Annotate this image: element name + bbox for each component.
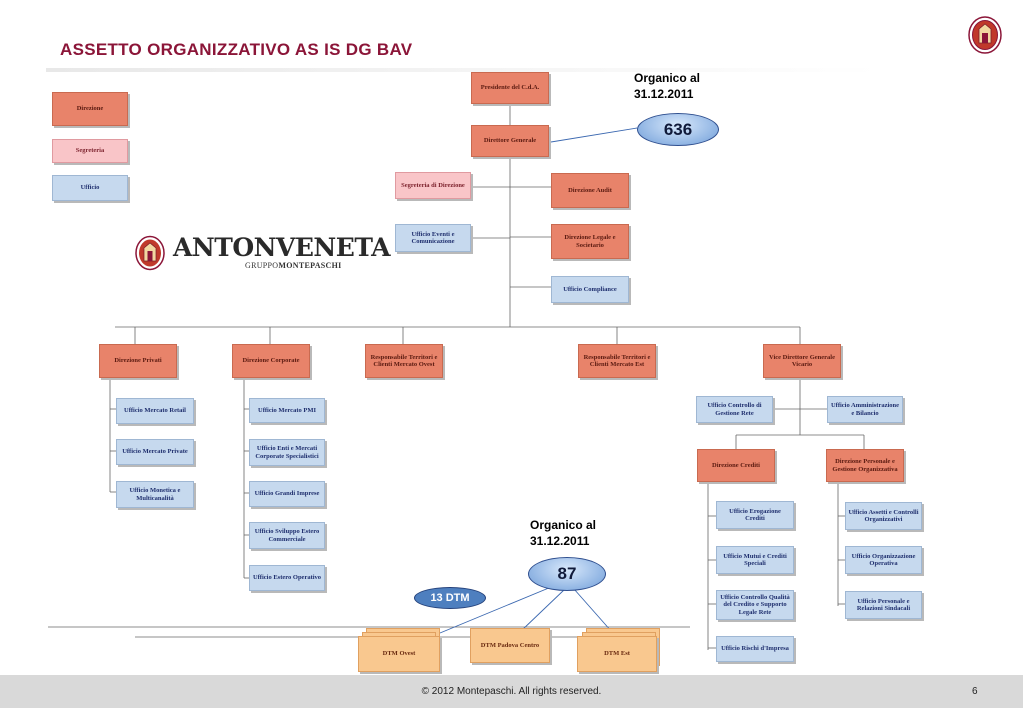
monte-paschi-seal-icon (968, 16, 1002, 54)
box-ufficio-erogazione: Ufficio Erogazione Crediti (716, 501, 794, 529)
box-dtm-padova: DTM Padova Centro (470, 628, 550, 663)
box-direzione-privati: Direzione Privati (99, 344, 177, 378)
dtm-count-badge: 13 DTM (414, 587, 486, 609)
box-presidente: Presidente del C.d.A. (471, 72, 549, 104)
box-ufficio-amministrazione: Ufficio Amministrazione e Bilancio (827, 396, 903, 423)
box-ufficio-private: Ufficio Mercato Private (116, 439, 194, 465)
box-segreteria-direzione: Segreteria di Direzione (395, 172, 471, 199)
logo-subtitle: GRUPPOMONTEPASCHI (245, 261, 342, 270)
box-ufficio-pmi: Ufficio Mercato PMI (249, 398, 325, 423)
box-mercato-ovest: Responsabile Territori e Clienti Mercato… (365, 344, 443, 378)
box-ufficio-grandi-imprese: Ufficio Grandi Imprese (249, 481, 325, 507)
box-ufficio-eventi: Ufficio Eventi e Comunicazione (395, 224, 471, 252)
box-dtm-ovest: DTM Ovest (358, 636, 440, 672)
box-ufficio-controllo-qualita: Ufficio Controllo Qualità del Credito e … (716, 590, 794, 620)
box-ufficio-assetti: Ufficio Assetti e Controlli Organizzativ… (845, 502, 922, 530)
legend-ufficio: Ufficio (52, 175, 128, 201)
copyright-text: © 2012 Montepaschi. All rights reserved. (421, 686, 602, 697)
box-ufficio-compliance: Ufficio Compliance (551, 276, 629, 303)
box-ufficio-personale-relazioni: Ufficio Personale e Relazioni Sindacali (845, 591, 922, 619)
box-direzione-audit: Direzione Audit (551, 173, 629, 208)
box-ufficio-controllo-gestione: Ufficio Controllo di Gestione Rete (696, 396, 773, 423)
organico-top-bubble: 636 (637, 113, 719, 146)
legend-direzione: Direzione (52, 92, 128, 126)
box-ufficio-organizzazione: Ufficio Organizzazione Operativa (845, 546, 922, 574)
legend-segreteria: Segreteria (52, 139, 128, 163)
title-underline (46, 68, 880, 72)
box-dtm-est: DTM Est (577, 636, 657, 672)
box-direzione-personale: Direzione Personale e Gestione Organizza… (826, 449, 904, 482)
box-ufficio-rischi: Ufficio Rischi d'Impresa (716, 636, 794, 662)
page-number: 6 (972, 686, 978, 697)
box-direzione-corporate: Direzione Corporate (232, 344, 310, 378)
box-vice-direttore: Vice Direttore Generale Vicario (763, 344, 841, 378)
box-ufficio-estero-operativo: Ufficio Estero Operativo (249, 565, 325, 591)
box-ufficio-enti: Ufficio Enti e Mercati Corporate Special… (249, 439, 325, 466)
box-ufficio-sviluppo-estero: Ufficio Sviluppo Estero Commerciale (249, 522, 325, 549)
footer-bar: © 2012 Montepaschi. All rights reserved.… (0, 675, 1023, 708)
box-ufficio-mutui: Ufficio Mutui e Crediti Speciali (716, 546, 794, 574)
organico-dtm-bubble: 87 (528, 557, 606, 591)
box-direzione-crediti: Direzione Crediti (697, 449, 775, 482)
antonveneta-seal-icon (135, 235, 165, 271)
organico-top-label: Organico al 31.12.2011 (634, 71, 701, 101)
box-direttore-generale: Direttore Generale (471, 125, 549, 157)
page-title: ASSETTO ORGANIZZATIVO AS IS DG BAV (60, 40, 413, 59)
box-mercato-est: Responsabile Territori e Clienti Mercato… (578, 344, 656, 378)
organico-dtm-label: Organico al 31.12.2011 (530, 518, 597, 548)
box-direzione-legale: Direzione Legale e Societario (551, 224, 629, 259)
box-ufficio-retail: Ufficio Mercato Retail (116, 398, 194, 424)
logo-wordmark: ANTONVENETA (173, 233, 390, 262)
box-ufficio-monetica: Ufficio Monetica e Multicanalità (116, 481, 194, 508)
antonveneta-logo: ANTONVENETA GRUPPOMONTEPASCHI (135, 234, 390, 274)
